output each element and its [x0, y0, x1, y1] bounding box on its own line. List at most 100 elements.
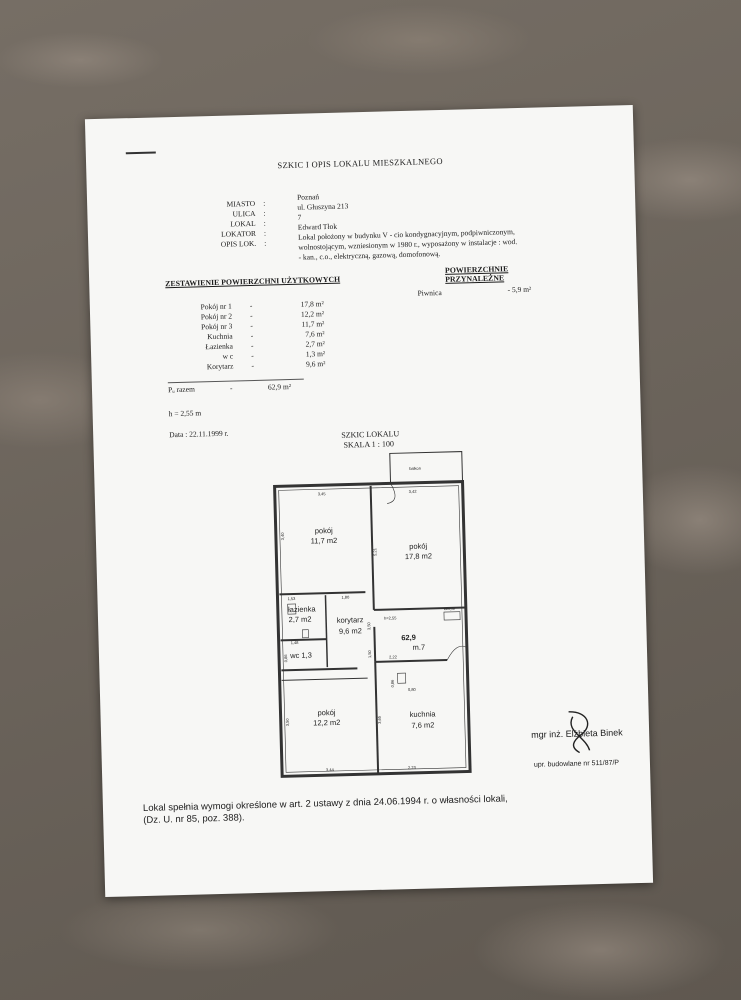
room-name: Korytarz: [206, 361, 234, 372]
dimension-label: 3,50: [285, 718, 290, 727]
info-colon: :: [263, 198, 266, 208]
room-area: 7,6 m²: [305, 329, 325, 339]
bath-fixture: [287, 603, 297, 615]
wall: [373, 626, 377, 662]
room-dash: -: [251, 350, 254, 361]
dimension-label: 3,50: [366, 621, 371, 630]
wall: [374, 661, 380, 774]
info-colon: :: [264, 238, 267, 248]
unit-number-label: m.7: [412, 643, 425, 652]
inner-wall-line: [278, 485, 467, 773]
info-colon: :: [263, 208, 266, 218]
signature-license: upr. budowlane nr 511/87/P: [533, 759, 620, 769]
room-height: h = 2,55 m: [168, 408, 202, 419]
room-area: 9,6 m²: [305, 359, 326, 369]
dimension-label: 2,23: [408, 765, 417, 770]
total-value: 62,9 m²: [267, 382, 292, 392]
cellar-label: Piwnica: [417, 288, 442, 298]
room-label: kuchnia: [410, 709, 437, 719]
wall: [281, 667, 358, 672]
room-label: pokój: [315, 526, 333, 535]
bath-fixture: [302, 629, 309, 639]
dimension-label: 3,42: [409, 489, 418, 494]
room-area: 11,7 m²: [301, 319, 325, 329]
room-name: Łazienka: [205, 341, 234, 352]
section-usable-areas: ZESTAWIENIE POWIERZCHNI UŻYTKOWYCH: [165, 274, 341, 289]
dimension-label: 5,21: [372, 547, 377, 556]
info-value-city: Poznań: [296, 192, 320, 202]
wall: [281, 677, 368, 681]
plan-walls: [273, 451, 472, 778]
outer-wall: [273, 480, 472, 778]
dimension-label: 1,53: [287, 596, 296, 601]
door-swing: [446, 645, 468, 661]
plan-room-labels: pokój 11,7 m2 pokój 17,8 m2 łazienka 2,7…: [288, 526, 437, 730]
room-label: pokój: [409, 541, 427, 550]
wall: [373, 606, 466, 611]
wall: [324, 595, 329, 668]
room-name: Pokój nr 3: [200, 321, 233, 332]
info-colon: :: [263, 228, 267, 238]
room-area: 1,3 m²: [305, 349, 326, 359]
room-area: 12,2 m²: [300, 309, 325, 319]
height-label: h=2,55: [384, 615, 397, 620]
total-dash: -: [229, 383, 233, 393]
kitchen-fixture: [397, 672, 407, 684]
balcony-outline: [389, 451, 464, 484]
room-area-label: 11,7 m2: [311, 536, 338, 546]
room-dash: -: [250, 320, 253, 331]
floor-plan: balkon 3,45 3,42 3,40 5,21 1,53 1,80 3,5…: [273, 451, 472, 778]
document-title: SZKIC I OPIS LOKALU MIESZKALNEGO: [277, 155, 443, 171]
radiator-label: kaloryfer: [444, 607, 456, 611]
info-value-street: ul. Głuszyna 213: [297, 201, 349, 212]
room-label: łazienka: [288, 604, 317, 614]
dimension-label: 0,86: [283, 654, 288, 663]
info-colon: :: [263, 218, 266, 228]
room-label: pokój: [317, 708, 335, 717]
total-label: Pᵤ razem: [167, 384, 195, 395]
cellar-value: - 5,9 m²: [507, 284, 532, 295]
plan-dimensions: balkon 3,45 3,42 3,40 5,21 1,53 1,80 3,5…: [280, 466, 456, 773]
room-area-label: 7,6 m2: [411, 720, 434, 730]
dimension-label: 0,80: [408, 687, 417, 692]
document-date: Data : 22.11.1999 r.: [169, 428, 229, 440]
info-value-unit: 7: [297, 212, 302, 222]
dimension-label: 1,50: [367, 649, 372, 658]
wall: [375, 659, 448, 663]
total-row: Pᵤ razem - 62,9 m²: [167, 382, 291, 395]
room-area-label: 17,8 m2: [405, 551, 432, 561]
wall: [279, 591, 366, 596]
sketch-title: SZKIC LOKALU: [341, 429, 400, 440]
room-label: korytarz: [337, 615, 364, 625]
room-name: w c: [222, 351, 234, 361]
wall: [280, 638, 327, 642]
balcony-label: balkon: [409, 466, 421, 471]
room-dash: -: [251, 360, 255, 371]
dimension-label: 3,40: [280, 532, 285, 541]
room-dash: -: [250, 340, 254, 351]
sketch-scale: SKALA 1 : 100: [343, 439, 395, 450]
radiator: [443, 611, 461, 621]
room-area: 2,7 m²: [305, 339, 325, 349]
dimension-label: 1,48: [291, 640, 300, 645]
room-name: Kuchnia: [207, 331, 233, 342]
dimension-label: 1,80: [341, 595, 350, 600]
dimension-label: 0,86: [390, 679, 395, 688]
dimension-label: 2,22: [389, 654, 398, 659]
wall: [369, 485, 375, 610]
room-dash: -: [250, 330, 254, 341]
total-area-label: 62,9: [401, 633, 416, 642]
room-area-label: 2,7 m2: [288, 615, 311, 625]
signature-name: mgr inż. Elżbieta Binek: [531, 727, 623, 740]
dimension-label: 3,65: [377, 715, 382, 724]
section-additional-areas: POWIERZCHNIE PRZYNALEŻNE: [445, 264, 509, 284]
info-label: OPIS LOK.: [220, 238, 257, 249]
room-name: Pokój nr 1: [200, 301, 232, 312]
legal-footer: Lokal spełnia wymogi określone w art. 2 …: [143, 792, 563, 827]
room-label: wc 1,3: [289, 651, 312, 661]
room-dash: -: [249, 300, 253, 311]
room-name: Pokój nr 2: [200, 311, 233, 322]
info-value-tenant: Edward Tłok: [297, 221, 338, 232]
room-area-label: 12,2 m2: [313, 718, 340, 728]
dimension-label: 3,44: [326, 767, 335, 772]
